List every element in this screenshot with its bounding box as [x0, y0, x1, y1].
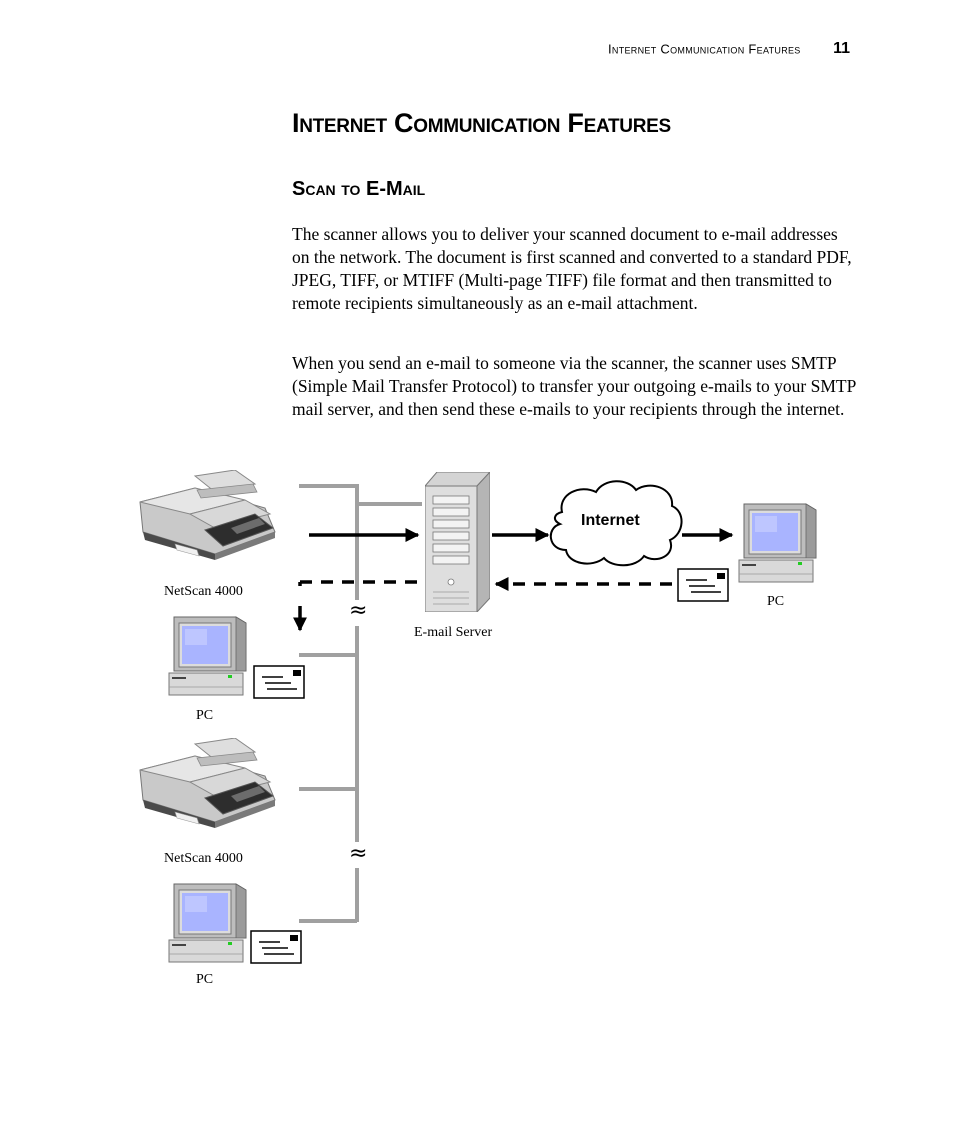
remote-pc-image — [738, 503, 817, 583]
running-header: Internet Communication Features 11 — [500, 40, 850, 64]
scanner-label: NetScan 4000 — [164, 584, 243, 599]
pc-image-2 — [168, 883, 247, 963]
scan-to-email-diagram: ≈ ≈ NetScan 4000 PC NetScan 4000 PC E-ma… — [139, 470, 817, 987]
remote-pc-label: PC — [767, 594, 784, 609]
scanner-label-2: NetScan 4000 — [164, 851, 243, 866]
line-break-symbol-lower: ≈ — [349, 841, 367, 866]
pc-label-2: PC — [196, 972, 213, 987]
server-label: E-mail Server — [414, 625, 492, 640]
pc-label: PC — [196, 708, 213, 723]
netscan-scanner-image-2 — [139, 738, 276, 828]
section-title: Internet Communication Features — [292, 108, 671, 138]
pc-image — [168, 616, 247, 696]
internet-cloud — [550, 480, 683, 567]
netscan-scanner-image — [139, 470, 276, 560]
running-title: Internet Communication Features — [607, 41, 801, 57]
email-server-image — [425, 472, 490, 612]
page-number: 11 — [833, 40, 850, 57]
email-envelope-icon-2 — [250, 930, 302, 964]
remote-email-envelope-icon — [677, 568, 729, 602]
line-break-symbol: ≈ — [349, 598, 367, 623]
intro-paragraph: The scanner allows you to deliver your s… — [292, 224, 852, 313]
subsection-title: Scan to E-Mail — [292, 178, 426, 200]
smtp-paragraph: When you send an e-mail to someone via t… — [292, 353, 856, 419]
internet-label: Internet — [581, 512, 640, 529]
network-lines — [299, 484, 422, 923]
email-envelope-icon — [253, 665, 305, 699]
